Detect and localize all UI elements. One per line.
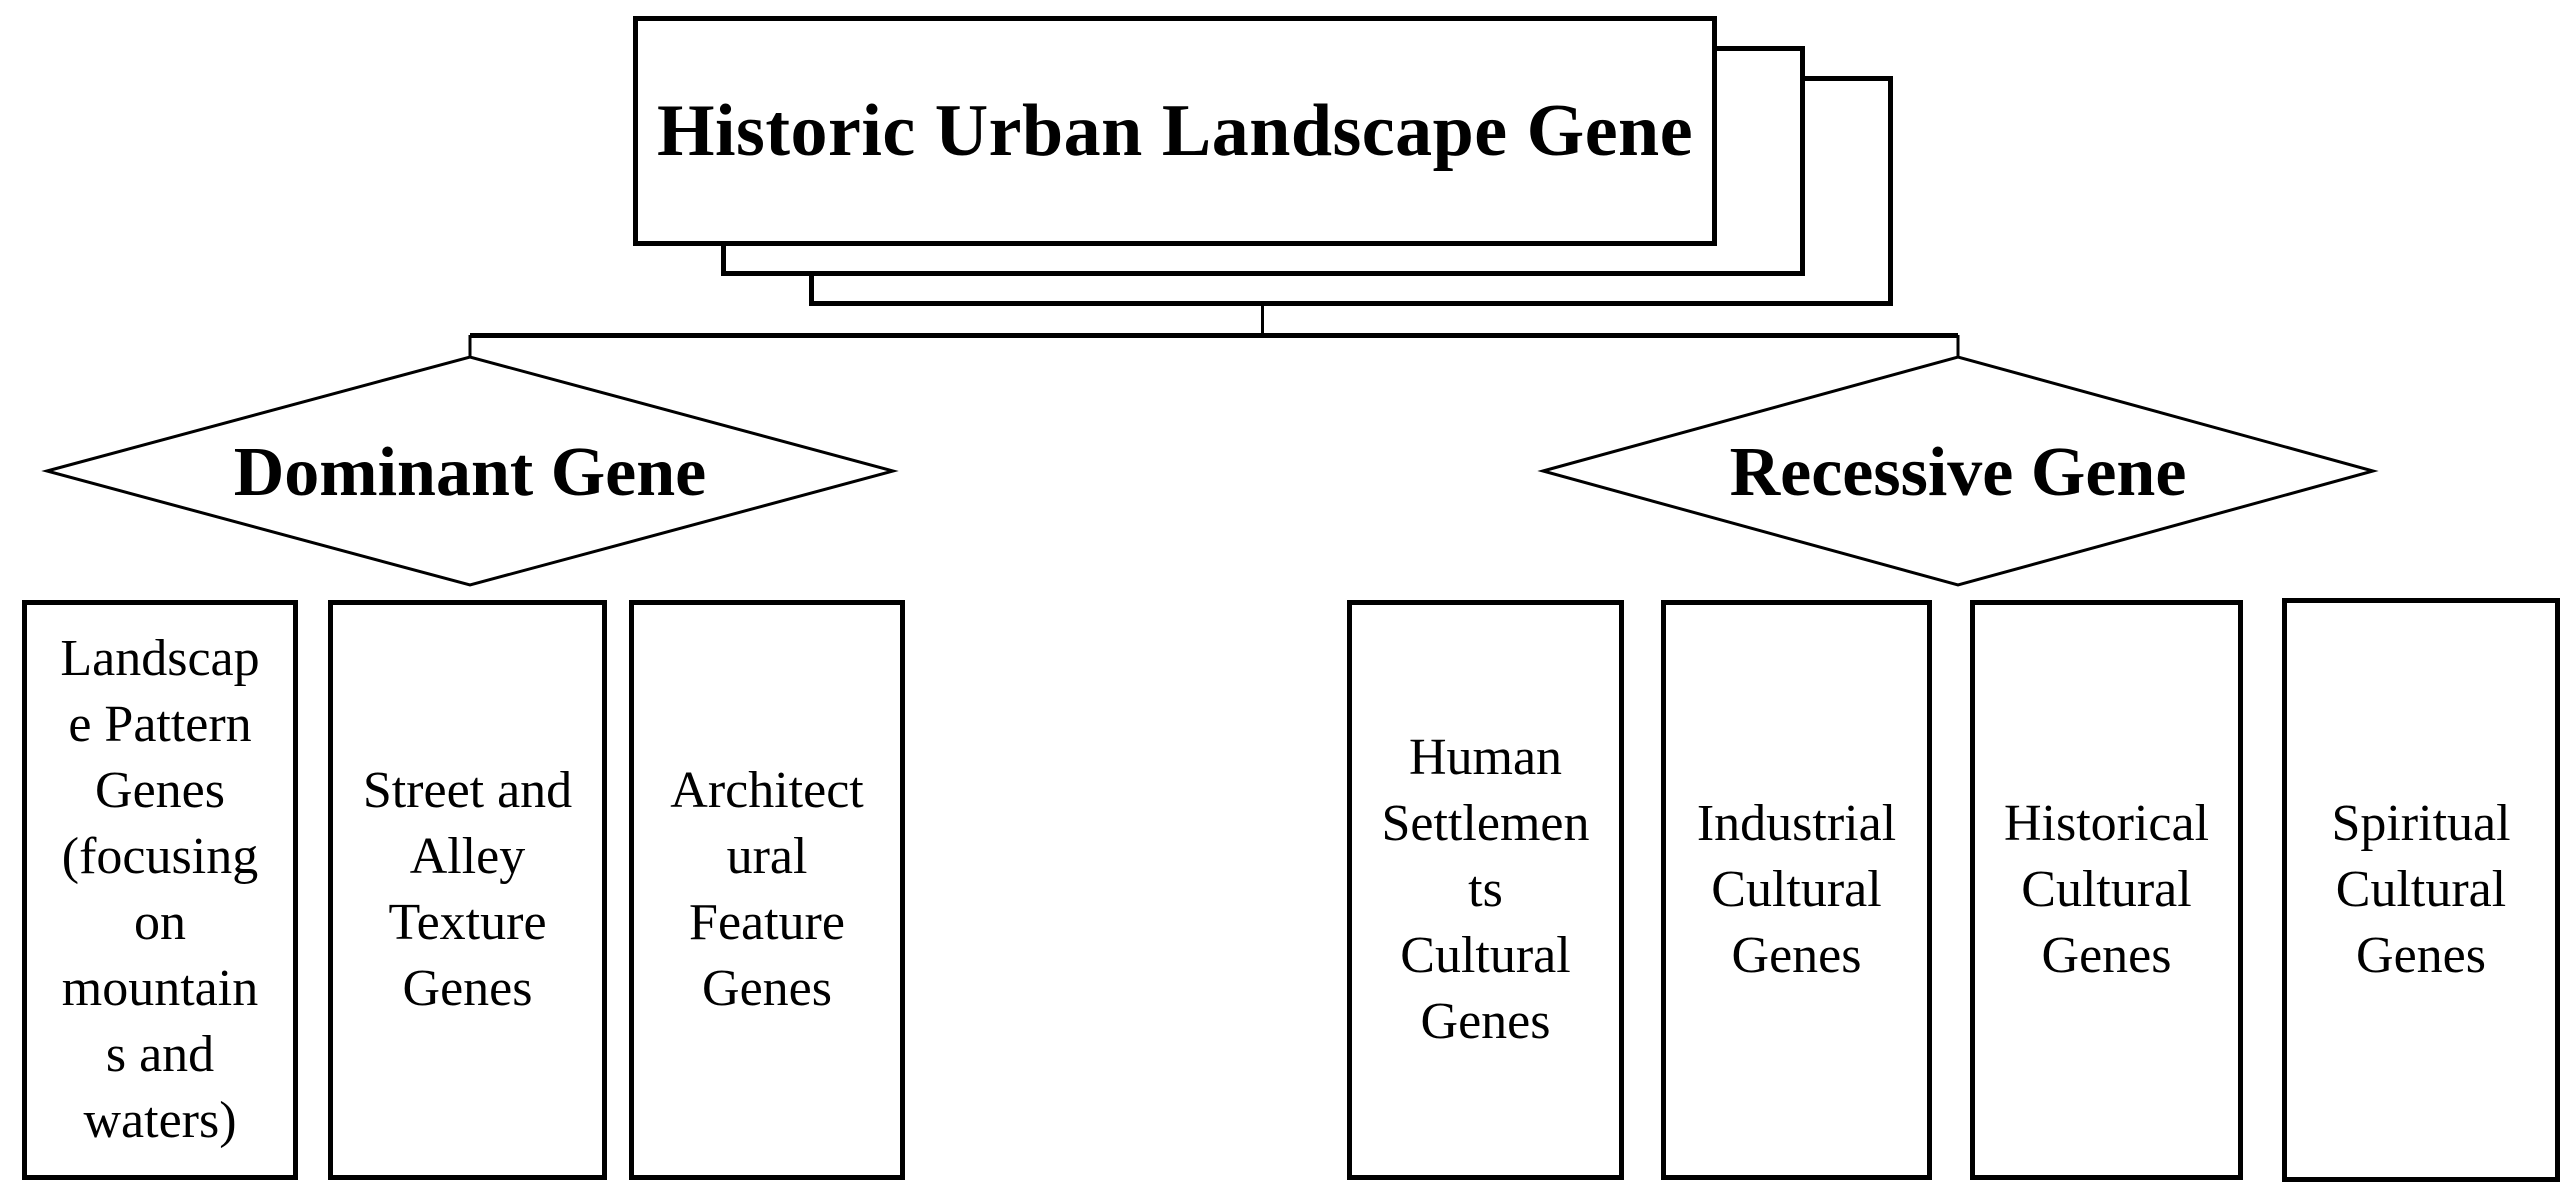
text-line: Genes [95, 762, 225, 819]
recessive-gene-diamond [1537, 355, 2379, 587]
text-line: mountain [61, 960, 259, 1017]
text-line: Alley [409, 828, 526, 885]
text-line: Architect [670, 762, 864, 819]
text-line: Street and [362, 762, 573, 819]
text-line: Spiritual [2331, 795, 2511, 852]
text-line: Genes [702, 960, 832, 1017]
dominant-gene-diamond [41, 355, 899, 587]
text-line: ts [1468, 861, 1503, 918]
text-line: Cultural [1711, 861, 1882, 918]
text-line: Genes [2041, 927, 2172, 984]
text-line: Landscap [60, 630, 260, 687]
text-line: Genes [1731, 927, 1862, 984]
text-line: waters) [83, 1092, 237, 1149]
text-line: s and [105, 1026, 215, 1083]
text-line: e Pattern [68, 696, 252, 753]
text-line: Cultural [2021, 861, 2192, 918]
text-line: Genes [1420, 993, 1551, 1050]
text-line: ural [726, 828, 808, 885]
text-line: Feature [689, 894, 845, 951]
root-stack-box-front: Historic Urban Landscape Gene [633, 16, 1717, 246]
text-line: Genes [402, 960, 533, 1017]
text-line: Industrial [1696, 795, 1897, 852]
text-line: Historical [2003, 795, 2210, 852]
text-line: on [134, 894, 186, 951]
root-title: Historic Urban Landscape Gene [656, 89, 1694, 172]
text-line: Genes [2356, 927, 2486, 984]
text-line: Texture [388, 894, 547, 951]
text-line: Settlemen [1381, 795, 1590, 852]
text-line: Human [1408, 729, 1563, 786]
text-line: Cultural [1400, 927, 1571, 984]
recessive-gene-label: Recessive Gene [1729, 434, 2187, 511]
text-line: (focusing [61, 828, 259, 885]
text-line: Cultural [2335, 861, 2507, 918]
dominant-gene-label: Dominant Gene [233, 434, 707, 511]
